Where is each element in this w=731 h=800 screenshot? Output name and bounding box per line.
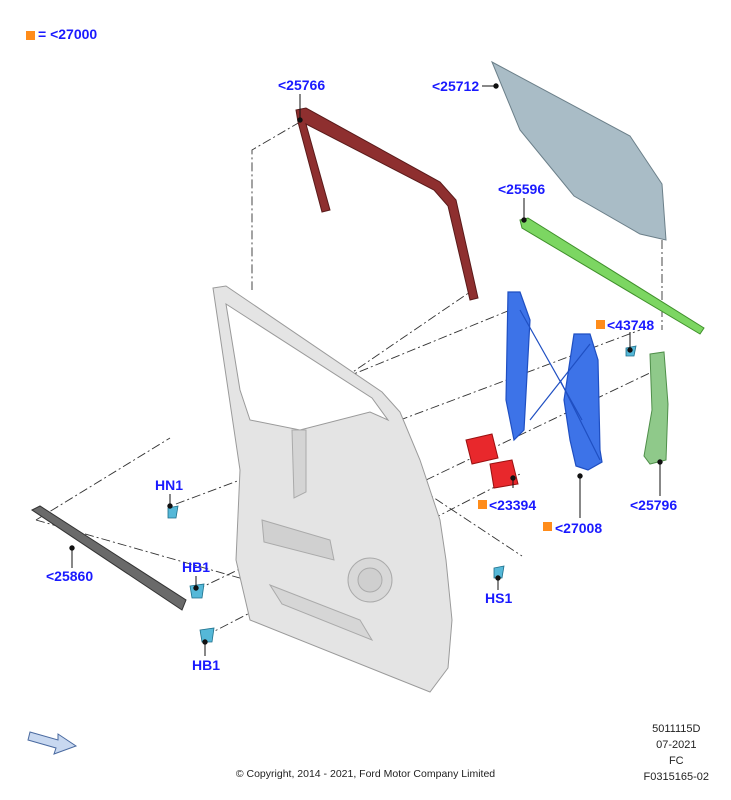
beltline-weatherstrip <box>31 505 187 611</box>
window-motor <box>465 433 519 489</box>
callout-25766[interactable]: <25766 <box>278 77 325 93</box>
service-marker-43748 <box>596 320 605 329</box>
glass-channel <box>519 217 705 335</box>
window-glass <box>491 60 667 241</box>
diagram-meta: 5011115D 07-2021 FC F0315165-02 <box>644 721 709 785</box>
callout-leaders <box>69 83 663 656</box>
callout-25596[interactable]: <25596 <box>498 181 545 197</box>
fastener-hn1 <box>167 505 179 519</box>
legend-text: <27000 <box>50 26 98 42</box>
callout-hb1-lower[interactable]: HB1 <box>192 657 220 673</box>
fastener-hs1 <box>493 565 505 579</box>
service-marker-icon <box>26 30 35 40</box>
service-markers <box>478 320 605 531</box>
diagram-date: 07-2021 <box>656 739 697 751</box>
callout-43748[interactable]: <43748 <box>607 317 654 333</box>
legend: = <27000 <box>26 26 97 42</box>
service-marker-27008 <box>543 522 552 531</box>
callout-hs1[interactable]: HS1 <box>485 590 512 606</box>
callout-25712[interactable]: <25712 <box>432 78 479 94</box>
callout-hn1[interactable]: HN1 <box>155 477 183 493</box>
callout-25796[interactable]: <25796 <box>630 497 677 513</box>
callout-27008[interactable]: <27008 <box>555 520 602 536</box>
diagram-code: FC <box>668 755 684 767</box>
direction-arrow-icon <box>27 731 78 755</box>
figure-id: F0315165-02 <box>643 771 709 783</box>
glass-run-channel <box>295 107 479 301</box>
callout-23394[interactable]: <23394 <box>489 497 536 513</box>
service-marker-23394 <box>478 500 487 509</box>
legend-equals: = <box>38 26 47 42</box>
window-regulator <box>505 291 603 471</box>
callout-25860[interactable]: <25860 <box>46 568 93 584</box>
door-inner-panel <box>212 285 453 693</box>
callout-hb1-upper[interactable]: HB1 <box>182 559 210 575</box>
rear-run-channel <box>643 351 669 465</box>
copyright-notice: © Copyright, 2014 - 2021, Ford Motor Com… <box>235 768 496 780</box>
diagram-id: 5011115D <box>652 723 701 735</box>
fastener-hb1-lower <box>199 627 215 643</box>
